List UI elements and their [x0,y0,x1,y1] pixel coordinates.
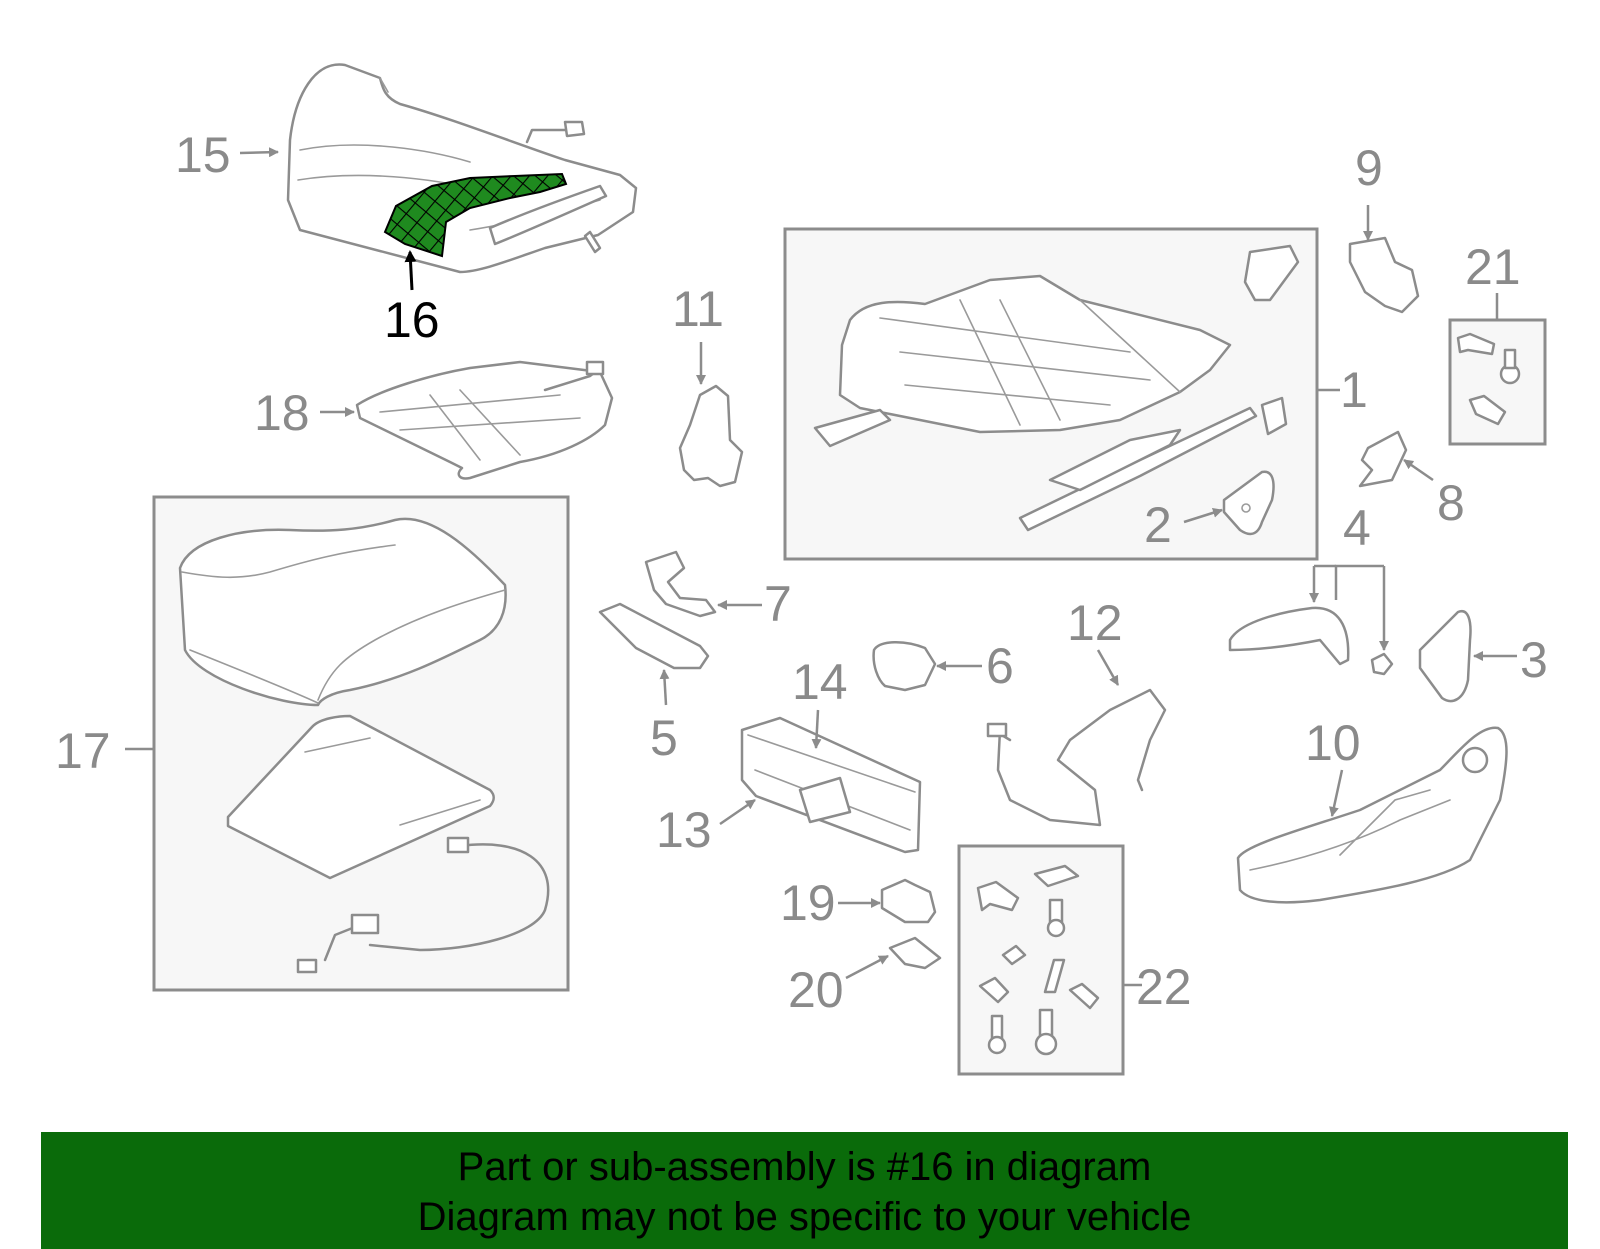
part-17-seat-cushion-assembly[interactable] [178,517,550,974]
part-6-cover[interactable] [872,641,937,692]
part-3-bracket[interactable] [1418,610,1472,703]
part-1-seat-frame-track[interactable] [813,244,1300,532]
part-20-clip[interactable] [888,936,942,970]
callout-6[interactable]: 6 [986,638,1014,694]
banner-line-2: Diagram may not be specific to your vehi… [417,1195,1192,1239]
callout-2[interactable]: 2 [1144,497,1172,553]
callout-16[interactable]: 16 [384,292,440,348]
callout-12[interactable]: 12 [1067,595,1123,651]
part-15-seat-cushion-cover[interactable] [286,63,638,274]
callout-15[interactable]: 15 [175,127,231,183]
part-7-guide[interactable] [644,550,717,618]
callout-1[interactable]: 1 [1340,362,1368,418]
callout-13[interactable]: 13 [656,802,712,858]
callout-17[interactable]: 17 [55,723,111,779]
callout-10[interactable]: 10 [1305,715,1361,771]
part-10-side-cover[interactable] [1236,726,1508,904]
part-9-cover[interactable] [1348,236,1420,314]
callout-5[interactable]: 5 [650,710,678,766]
part-12-wire[interactable] [988,688,1167,827]
callout-9[interactable]: 9 [1355,140,1383,196]
callout-4[interactable]: 4 [1343,500,1371,556]
callout-3[interactable]: 3 [1520,632,1548,688]
part-21-bolt-set[interactable] [1456,332,1521,426]
part-8-cover[interactable] [1358,430,1408,488]
part-22-fastener-set[interactable] [976,864,1100,1056]
callout-labels: 15 16 18 17 11 7 5 6 14 13 12 19 20 22 1… [55,127,1548,1018]
callout-11[interactable]: 11 [672,281,724,337]
part-4-lever[interactable] [1228,606,1394,676]
leader-lines [125,147,1517,987]
part-16-seat-cushion-pad[interactable] [383,172,568,258]
callout-21[interactable]: 21 [1465,239,1521,295]
callout-8[interactable]: 8 [1437,475,1465,531]
callout-19[interactable]: 19 [780,875,836,931]
callout-22[interactable]: 22 [1136,959,1192,1015]
part-14-tray-frame[interactable] [740,716,922,854]
callout-20[interactable]: 20 [788,962,844,1018]
callout-14[interactable]: 14 [792,654,848,710]
part-18-seat-heater[interactable] [355,360,614,480]
info-banner: Part or sub-assembly is #16 in diagram D… [41,1132,1568,1249]
callout-18[interactable]: 18 [254,385,310,441]
part-19-clip[interactable] [880,878,937,924]
banner-line-1: Part or sub-assembly is #16 in diagram [457,1145,1152,1189]
part-11-bracket[interactable] [678,384,744,488]
callout-7[interactable]: 7 [764,576,792,632]
part-2-bracket[interactable] [1222,470,1275,536]
part-5-rail-cover[interactable] [598,602,710,670]
